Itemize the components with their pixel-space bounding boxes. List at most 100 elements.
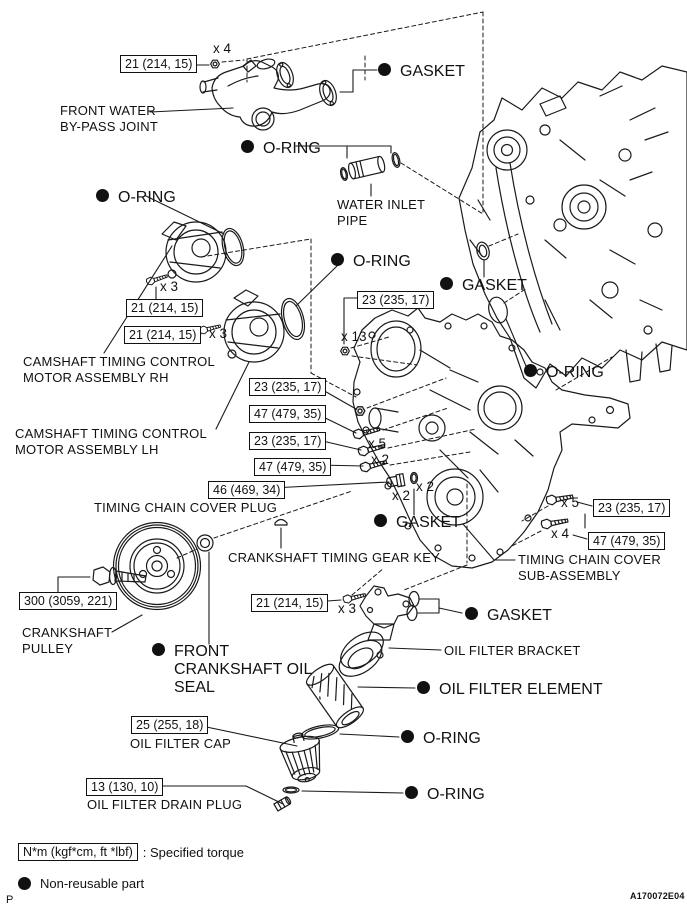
non-reusable-dot-icon	[524, 364, 537, 377]
non-reusable-dot-icon	[440, 277, 453, 290]
part-label-water-inlet-pipe: WATER INLET PIPE	[337, 197, 425, 228]
projection-lines	[176, 11, 613, 596]
part-label-camshaft-motor-rh: CAMSHAFT TIMING CONTROL MOTOR ASSEMBLY R…	[23, 354, 215, 385]
figure-code: A170072E04	[630, 891, 685, 901]
non-reusable-dot-icon	[96, 189, 109, 202]
part-label-oring-cover: O-RING	[524, 364, 604, 382]
part-label-timing-chain-cover-plug: TIMING CHAIN COVER PLUG	[94, 500, 278, 515]
camshaft-motor-rh-drawing	[161, 221, 227, 283]
torque-spec-box: 25 (255, 18)	[131, 716, 209, 734]
quantity-label: x 2	[416, 479, 435, 494]
water-inlet-pipe-drawing	[339, 152, 401, 181]
page-marker: P	[6, 894, 14, 906]
quantity-label: x 3	[338, 601, 357, 616]
crankshaft-key-drawing	[274, 518, 288, 526]
quantity-label: x 13	[341, 329, 367, 344]
non-reusable-dot-icon	[18, 877, 31, 890]
drain-plug-drawing	[273, 796, 292, 812]
nut-icon	[354, 406, 366, 416]
non-reusable-dot-icon	[417, 681, 430, 694]
part-label-oil-filter-bracket: OIL FILTER BRACKET	[444, 643, 581, 658]
camshaft-motor-lh-drawing	[223, 289, 285, 363]
part-label-text: O-RING	[118, 189, 176, 206]
bypass-gasket-2-drawing	[319, 79, 337, 107]
torque-spec-box: 47 (479, 35)	[588, 532, 666, 550]
part-label-text: GASKET	[462, 277, 527, 294]
quantity-label: x 4	[213, 41, 232, 56]
part-label-gasket-plug: GASKET	[374, 514, 461, 532]
part-label-crankshaft-timing-gear-key: CRANKSHAFT TIMING GEAR KEY	[228, 550, 441, 565]
torque-spec-box: 21 (214, 15)	[124, 326, 202, 344]
bracket-oring-pair-drawing	[406, 590, 420, 622]
part-label-oring-motor-rh: O-RING	[96, 189, 176, 207]
part-label-oil-filter-cap: OIL FILTER CAP	[130, 736, 232, 751]
cover-plug-drawing	[386, 473, 406, 488]
non-reusable-dot-icon	[405, 786, 418, 799]
plug-oring-drawing	[409, 471, 419, 485]
part-label-text: GASKET	[396, 514, 461, 531]
quantity-label: x 2	[392, 488, 411, 503]
torque-spec-box: 300 (3059, 221)	[19, 592, 118, 610]
part-label-oring-cap: O-RING	[401, 730, 481, 748]
quantity-label: x 5	[561, 495, 580, 510]
part-label-camshaft-motor-lh: CAMSHAFT TIMING CONTROL MOTOR ASSEMBLY L…	[15, 426, 207, 457]
motor-oring-rh-drawing	[221, 227, 245, 267]
legend-non-reusable-text: Non-reusable part	[40, 876, 145, 891]
engine-block-drawing	[458, 65, 687, 389]
part-label-text: O-RING	[427, 786, 485, 803]
torque-spec-box: 23 (235, 17)	[357, 291, 435, 309]
part-label-gasket-cover: GASKET	[440, 277, 527, 295]
part-label-text: O-RING	[263, 140, 321, 157]
nut-icon	[340, 346, 350, 356]
legend-non-reusable: Non-reusable part	[18, 876, 144, 891]
quantity-label: x 5	[368, 436, 387, 451]
non-reusable-dot-icon	[331, 253, 344, 266]
part-label-crankshaft-pulley: CRANKSHAFT PULLEY	[22, 625, 112, 656]
oil-filter-bracket-drawing	[338, 585, 415, 677]
front-oil-seal-drawing	[196, 534, 214, 552]
quantity-label: x 4	[551, 526, 570, 541]
legend-torque-unit-box: N*m (kgf*cm, ft *lbf)	[18, 843, 138, 861]
quantity-label: x 3	[160, 279, 179, 294]
bypass-gasket-1-drawing	[276, 61, 294, 89]
torque-spec-box: 23 (235, 17)	[249, 378, 327, 396]
pulley-bolt-drawing	[92, 566, 147, 586]
legend-specified-torque: N*m (kgf*cm, ft *lbf) : Specified torque	[18, 843, 244, 861]
nut-icon	[210, 59, 220, 69]
non-reusable-dot-icon	[152, 643, 165, 656]
part-label-oring-inlet: O-RING	[241, 140, 321, 158]
quantity-label: x 3	[209, 326, 228, 341]
part-label-text: FRONT CRANKSHAFT OIL SEAL	[174, 643, 312, 696]
part-label-oil-filter-drain-plug: OIL FILTER DRAIN PLUG	[87, 797, 243, 812]
part-label-text: O-RING	[353, 253, 411, 270]
part-label-oil-filter-element: OIL FILTER ELEMENT	[417, 681, 603, 699]
torque-spec-box: 21 (214, 15)	[120, 55, 198, 73]
part-label-gasket-top: GASKET	[378, 63, 465, 81]
torque-spec-box: 47 (479, 35)	[249, 405, 327, 423]
non-reusable-dot-icon	[465, 607, 478, 620]
torque-spec-box: 46 (469, 34)	[208, 481, 286, 499]
part-label-gasket-bracket: GASKET	[465, 607, 552, 625]
timing-chain-cover-drawing	[352, 307, 631, 569]
torque-spec-box: 21 (214, 15)	[251, 594, 329, 612]
part-label-front-water-bypass-joint: FRONT WATER BY-PASS JOINT	[60, 103, 158, 134]
torque-spec-box: 47 (479, 35)	[254, 458, 332, 476]
part-label-oring-drain: O-RING	[405, 786, 485, 804]
oil-filter-cap-drawing	[279, 732, 321, 783]
torque-spec-box: 21 (214, 15)	[126, 299, 204, 317]
front-water-bypass-joint-drawing	[199, 58, 331, 131]
drain-oring-drawing	[282, 786, 300, 794]
part-label-text: GASKET	[400, 63, 465, 80]
non-reusable-dot-icon	[401, 730, 414, 743]
torque-spec-box: 23 (235, 17)	[249, 432, 327, 450]
part-label-text: O-RING	[423, 730, 481, 747]
cover-oring-drawing	[488, 296, 508, 324]
non-reusable-dot-icon	[241, 140, 254, 153]
torque-spec-box: 23 (235, 17)	[593, 499, 671, 517]
part-label-timing-chain-cover-sub-assembly: TIMING CHAIN COVER SUB-ASSEMBLY	[518, 552, 661, 583]
crankshaft-pulley-drawing	[112, 521, 202, 611]
legend-torque-meaning: : Specified torque	[142, 844, 244, 860]
non-reusable-dot-icon	[374, 514, 387, 527]
